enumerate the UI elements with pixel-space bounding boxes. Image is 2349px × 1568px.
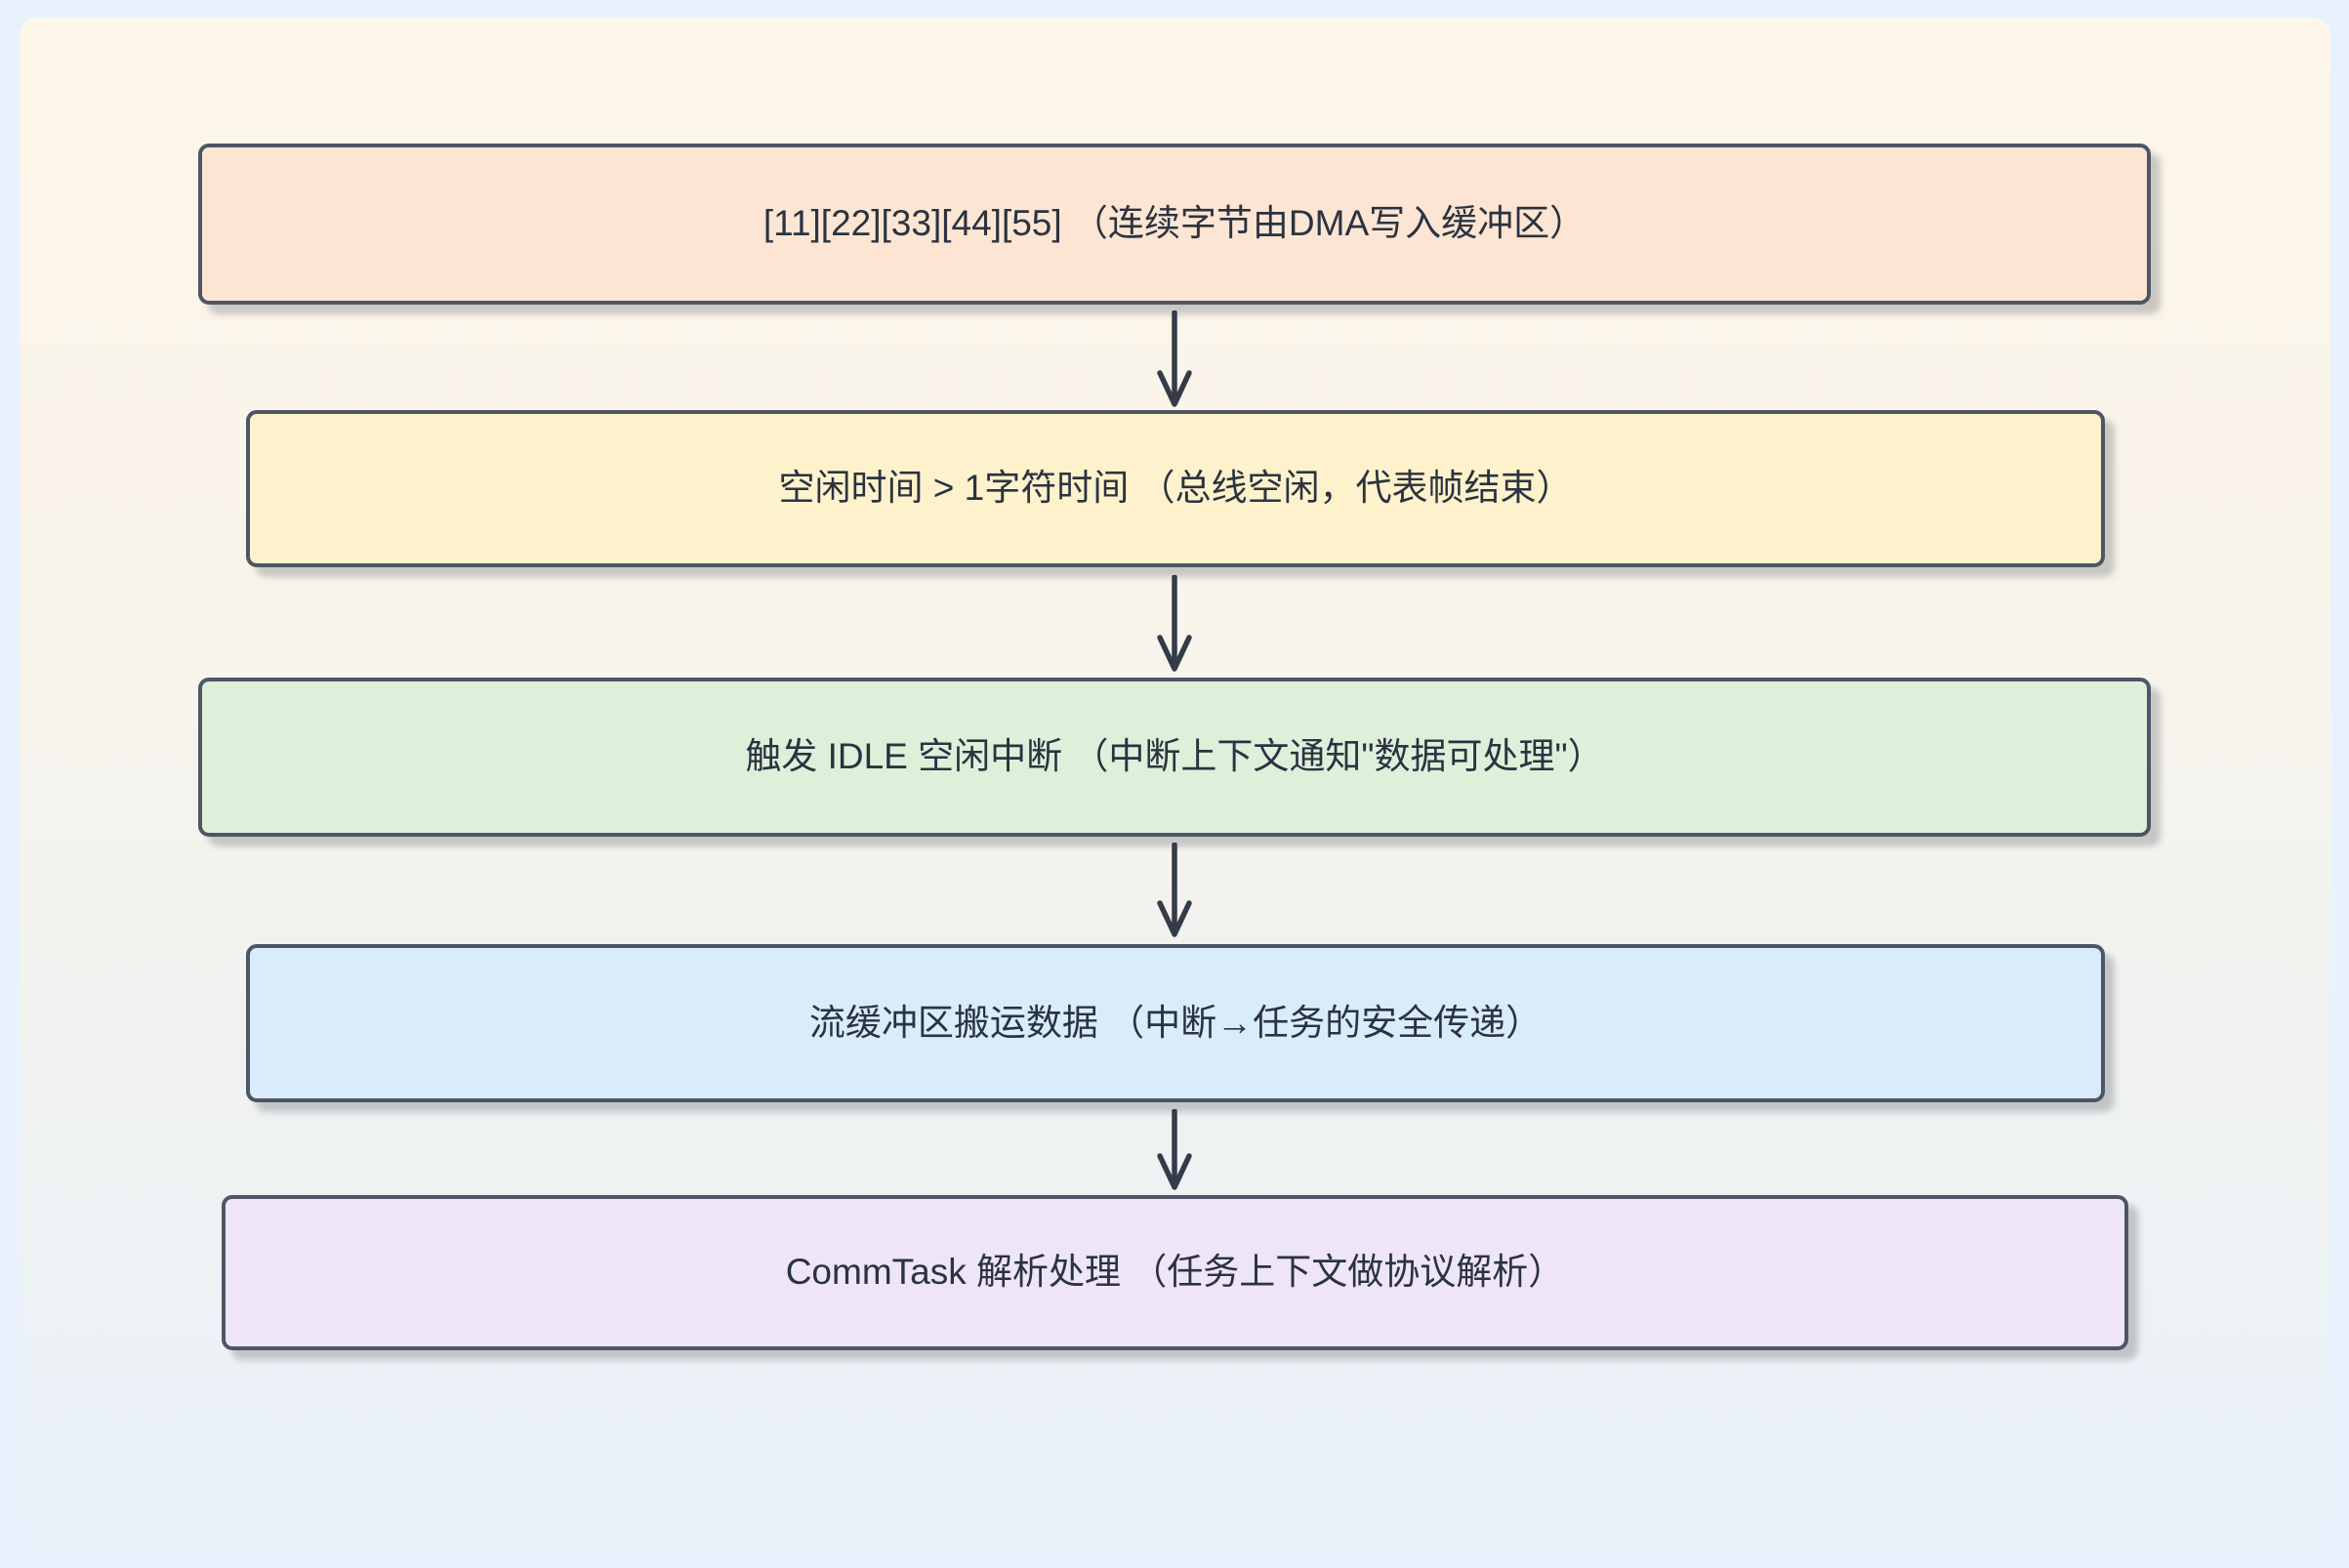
flow-node-dma-write-label: [11][22][33][44][55] （连续字节由DMA写入缓冲区） [762,203,1587,244]
flow-node-idle-time: 空闲时间 > 1字符时间 （总线空闲，代表帧结束） [246,410,2105,567]
down-arrow-icon [1153,1109,1196,1193]
flow-node-idle-time-label: 空闲时间 > 1字符时间 （总线空闲，代表帧结束） [778,468,1573,509]
flow-node-stream-buffer-label: 流缓冲区搬运数据 （中断→任务的安全传递） [808,1002,1543,1043]
flow-node-idle-interrupt: 触发 IDLE 空闲中断 （中断上下文通知"数据可处理"） [198,678,2151,837]
down-arrow-icon [1153,575,1196,675]
flow-node-comm-task-label: CommTask 解析处理 （任务上下文做协议解析） [785,1252,1565,1293]
down-arrow-icon [1153,310,1196,410]
flow-node-stream-buffer: 流缓冲区搬运数据 （中断→任务的安全传递） [246,944,2105,1102]
flow-node-comm-task: CommTask 解析处理 （任务上下文做协议解析） [222,1195,2128,1350]
flow-node-dma-write: [11][22][33][44][55] （连续字节由DMA写入缓冲区） [198,144,2151,305]
down-arrow-icon [1153,843,1196,940]
flow-node-idle-interrupt-label: 触发 IDLE 空闲中断 （中断上下文通知"数据可处理"） [745,736,1604,777]
